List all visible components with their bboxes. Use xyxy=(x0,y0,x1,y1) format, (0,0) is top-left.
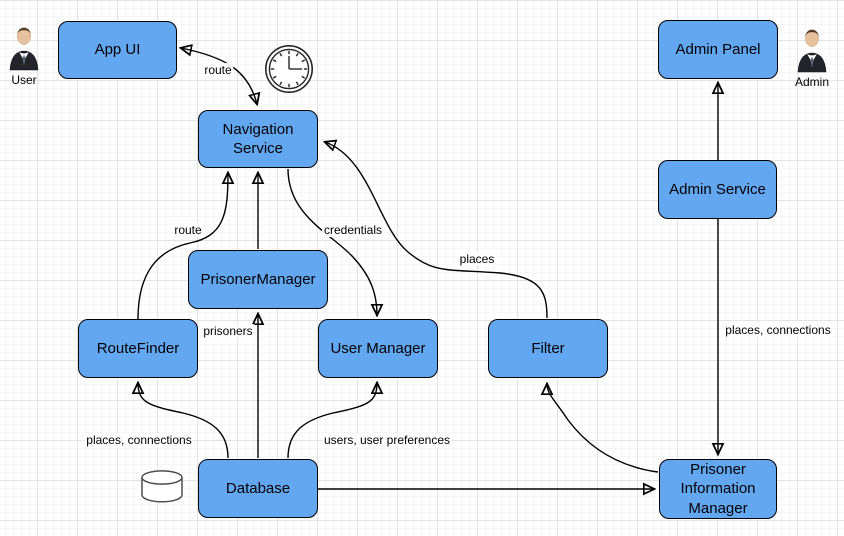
edge-label-route-top[interactable]: route xyxy=(202,63,234,77)
node-prisoner-information-manager[interactable]: Prisoner Information Manager xyxy=(659,459,777,519)
node-filter[interactable]: Filter xyxy=(488,319,608,378)
actor-label: User xyxy=(11,73,37,87)
node-app-ui[interactable]: App UI xyxy=(58,21,177,79)
node-prisoner-manager[interactable]: PrisonerManager xyxy=(188,250,328,309)
edge-label-places-connections-right[interactable]: places, connections xyxy=(723,323,833,337)
node-label: User Manager xyxy=(330,339,426,357)
node-route-finder[interactable]: RouteFinder xyxy=(78,319,198,378)
node-label: Filter xyxy=(531,339,565,357)
actor-admin[interactable]: Admin xyxy=(790,26,834,89)
node-label: PrisonerManager xyxy=(200,270,316,288)
node-label: Admin Panel xyxy=(675,40,761,58)
database-cylinder-icon[interactable] xyxy=(139,469,185,504)
node-label: App UI xyxy=(94,41,141,59)
actor-user[interactable]: User xyxy=(2,24,46,87)
node-user-manager[interactable]: User Manager xyxy=(318,319,438,378)
edge-database-user-manager[interactable] xyxy=(287,383,377,459)
edge-label-route-mid[interactable]: route xyxy=(172,223,204,237)
node-label: Database xyxy=(225,479,291,497)
node-admin-service[interactable]: Admin Service xyxy=(658,160,777,219)
edge-label-prisoners[interactable]: prisoners xyxy=(201,324,255,338)
node-label: Prisoner Information Manager xyxy=(680,461,756,517)
edge-navigation-service-user-manager[interactable] xyxy=(287,168,377,315)
node-navigation-service[interactable]: Navigation Service xyxy=(198,110,318,168)
edge-database-route-finder[interactable] xyxy=(138,383,229,459)
edge-filter-navigation-service[interactable] xyxy=(325,142,548,319)
edge-label-places-connections-left[interactable]: places, connections xyxy=(84,433,194,447)
node-label: Admin Service xyxy=(669,180,766,198)
node-admin-panel[interactable]: Admin Panel xyxy=(658,20,778,79)
edge-label-credentials[interactable]: credentials xyxy=(321,223,385,237)
person-icon xyxy=(9,27,39,71)
person-icon xyxy=(797,29,827,73)
clock-icon[interactable] xyxy=(263,43,315,95)
node-label: RouteFinder xyxy=(96,339,180,357)
edge-route-finder-navigation-service[interactable] xyxy=(137,173,228,320)
edge-label-places[interactable]: places xyxy=(457,252,497,266)
node-label: Navigation Service xyxy=(222,120,294,157)
node-database[interactable]: Database xyxy=(198,459,318,518)
actor-label: Admin xyxy=(794,75,829,89)
edge-label-users-user-preferences[interactable]: users, user preferences xyxy=(321,433,453,447)
edge-prisoner-information-manager-filter[interactable] xyxy=(547,384,659,473)
